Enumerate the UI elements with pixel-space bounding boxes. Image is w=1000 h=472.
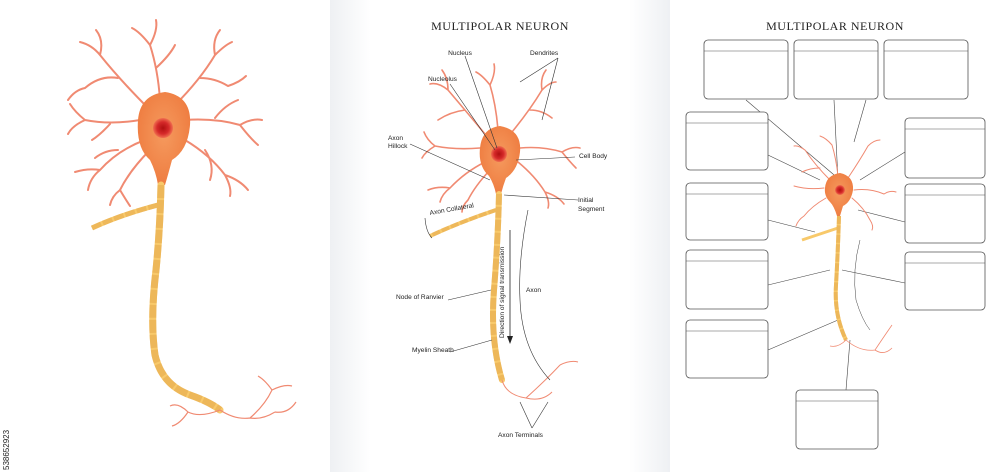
dendrites <box>421 63 581 213</box>
label-myelin-sheath: Myelin Sheath <box>412 347 454 354</box>
neuron-illustration-labeled: MULTIPOLAR NEURON <box>388 19 608 439</box>
label-box-4[interactable] <box>685 111 769 171</box>
label-box-9[interactable] <box>904 251 986 311</box>
label-box-6[interactable] <box>685 182 769 241</box>
label-box-10[interactable] <box>685 319 769 379</box>
nucleus <box>153 118 173 138</box>
label-initial-segment-2: Segment <box>578 206 605 213</box>
middle-title: MULTIPOLAR NEURON <box>431 19 569 33</box>
label-cell-body: Cell Body <box>579 153 608 160</box>
label-axon: Axon <box>526 287 541 294</box>
label-nucleolus: Nucleolus <box>428 76 458 83</box>
label-axon-hillock-1: Axon <box>388 135 403 142</box>
neuron-illustration-worksheet: MULTIPOLAR NEURON <box>685 19 986 450</box>
worksheet-leader-lines <box>745 99 906 391</box>
right-title: MULTIPOLAR NEURON <box>766 19 904 33</box>
neuron-illustration-plain <box>67 19 297 427</box>
panel-plain-neuron: 538652923 <box>0 0 330 472</box>
panel-labeled-neuron: MULTIPOLAR NEURON <box>330 0 670 472</box>
cell-body <box>137 92 191 185</box>
label-box-11[interactable] <box>795 389 879 450</box>
axon-collateral <box>90 202 159 231</box>
label-dendrites: Dendrites <box>530 50 559 57</box>
label-axon-terminals: Axon Terminals <box>498 432 544 439</box>
label-node-of-ranvier: Node of Ranvier <box>396 294 444 301</box>
label-box-1[interactable] <box>703 39 789 100</box>
panel-worksheet: MULTIPOLAR NEURON <box>670 0 1000 472</box>
label-initial-segment-1: Initial <box>578 197 594 204</box>
label-axon-collateral: Axon Collateral <box>429 202 475 217</box>
label-box-7[interactable] <box>904 183 986 244</box>
label-box-3[interactable] <box>883 39 969 100</box>
myelinated-axon <box>149 181 224 414</box>
mini-neuron <box>793 135 897 353</box>
label-axon-hillock-2: Hillock <box>388 143 408 150</box>
label-nucleus: Nucleus <box>448 50 473 57</box>
label-box-8[interactable] <box>685 249 769 310</box>
nucleus <box>491 146 507 162</box>
label-box-5[interactable] <box>904 117 986 179</box>
axon-terminals <box>501 360 579 400</box>
stock-id: 538652923 <box>2 429 11 470</box>
leader-lines <box>409 55 579 429</box>
axon-terminals <box>169 375 297 427</box>
label-direction: Direction of signal transmission <box>499 246 506 338</box>
label-box-2[interactable] <box>793 39 879 100</box>
